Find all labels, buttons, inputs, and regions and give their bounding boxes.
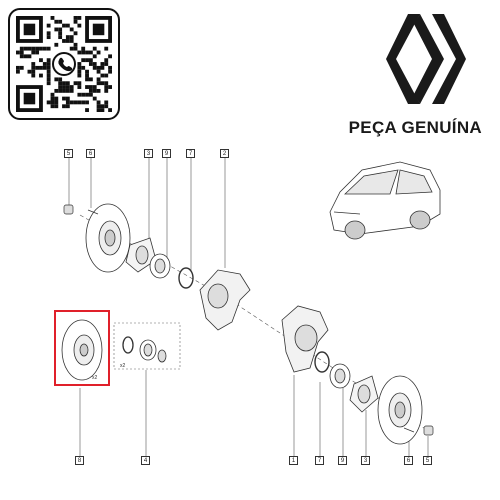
brake-disc-highlighted <box>61 319 103 381</box>
callout-top-2: 2 <box>220 149 229 158</box>
callout-top-6: 6 <box>86 149 95 158</box>
car-illustration <box>329 161 441 240</box>
callout-top-3: 3 <box>144 149 153 158</box>
brake-disc-top <box>85 203 131 273</box>
genuine-part-label: PEÇA GENUÍNA <box>348 118 482 137</box>
callout-bottom-right-9: 9 <box>338 456 347 465</box>
qr-code-frame[interactable] <box>8 8 120 120</box>
callout-bottom-right-1: 1 <box>289 456 298 465</box>
callout-bottom-left-8: 8 <box>75 456 84 465</box>
callout-bottom-right-6: 6 <box>404 456 413 465</box>
brake-disc-bottom <box>377 375 423 445</box>
renault-diamond-logo-icon <box>386 14 466 104</box>
callout-top-9: 9 <box>162 149 171 158</box>
highlighted-part-frame <box>54 310 110 386</box>
qr-code <box>16 16 112 112</box>
callout-top-7: 7 <box>186 149 195 158</box>
callout-bottom-right-5: 5 <box>423 456 432 465</box>
callout-bottom-right-3: 3 <box>361 456 370 465</box>
callout-bottom-right-7: 7 <box>315 456 324 465</box>
disc-quantity-label: x2 <box>92 375 98 381</box>
callout-top-5: 5 <box>64 149 73 158</box>
kit-quantity-label: x2 <box>120 363 126 369</box>
callout-bottom-left-4: 4 <box>141 456 150 465</box>
